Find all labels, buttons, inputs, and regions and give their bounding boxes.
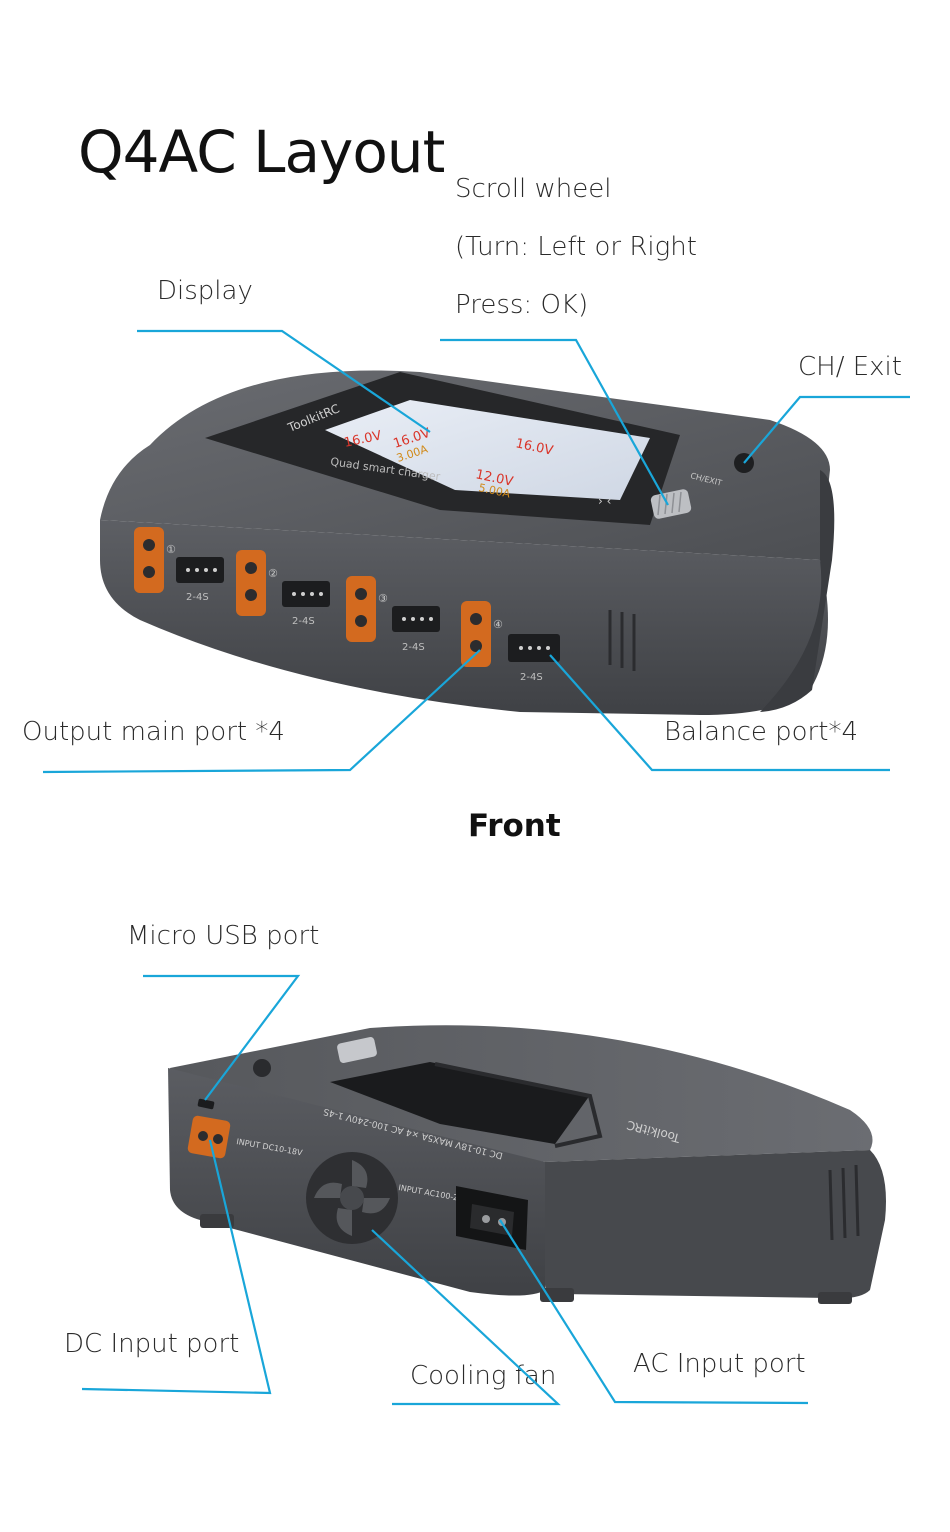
rear-side-vents [828,1164,860,1241]
balance-port-label-1: 2-4S [186,592,209,603]
ac-input-socket [456,1186,528,1250]
port-number-1: ① [166,543,176,556]
cooling-fan [306,1152,398,1244]
rear-side-face [545,1150,886,1299]
ac-input-label: INPUT AC100-240V [398,1183,475,1205]
rear-spec-text: DC 10-18V MAX5A ×4 AC 100-240V 1-4S [322,1106,504,1160]
scroll-wheel-ridges [657,491,682,516]
rear-display-bezel-edge [434,1062,603,1148]
leader-balance [549,654,890,772]
label-scroll-wheel: Scroll wheel [455,174,612,204]
rear-display [330,1062,590,1144]
label-balance-port: Balance port*4 [664,717,858,747]
dc-input-label: INPUT DC10-18V [236,1137,304,1158]
rear-brand-text: ToolkitRC [625,1118,682,1146]
label-dc-input-port: DC Input port [64,1329,240,1359]
leader-output-main [42,649,481,774]
nav-arrows-text: › ‹ [598,494,611,508]
port-number-4: ④ [493,618,503,631]
leader-micro-usb [143,974,301,1101]
balance-port-label-2: 2-4S [292,616,315,627]
dc-input-pin-1 [198,1131,208,1141]
leader-scroll-wheel [440,338,669,506]
leader-display [137,329,431,433]
leader-lines-front [42,329,910,774]
port-number-2: ② [268,567,278,580]
balance-port-label-4: 2-4S [520,672,543,683]
rubber-feet [200,1214,852,1304]
display-screen [325,400,650,500]
label-output-main-port: Output main port *4 [22,717,285,747]
label-ch-exit: CH/ Exit [798,352,902,382]
label-cooling-fan: Cooling fan [410,1361,557,1391]
charger-side-face [760,470,835,712]
rear-scroll-wheel [337,1037,377,1063]
balance-ports [176,557,560,662]
rear-back-face [168,1068,545,1296]
page-title: Q4AC Layout [78,118,445,186]
rear-top-face [170,1025,873,1162]
micro-usb-slot [197,1098,215,1110]
port-number-3: ③ [378,592,388,605]
rear-ch-exit-button [253,1059,271,1077]
device-front-view: 16.0V 16.0V 16.0V 12.0V 3.00A 5.00A Tool… [42,329,910,774]
label-ac-input-port: AC Input port [633,1349,806,1379]
leader-ch-exit [743,395,910,464]
label-scroll-press: Press: OK) [455,290,589,320]
balance-port-label-3: 2-4S [402,642,425,653]
dc-input-xt60 [187,1115,231,1159]
label-display: Display [157,276,253,306]
dc-input-pin-2 [213,1134,223,1144]
label-micro-usb-port: Micro USB port [127,921,320,951]
output-main-ports [134,527,491,667]
side-vents [608,610,636,671]
section-title-front: Front [468,808,561,844]
label-scroll-turn: (Turn: Left or Right [455,232,697,262]
